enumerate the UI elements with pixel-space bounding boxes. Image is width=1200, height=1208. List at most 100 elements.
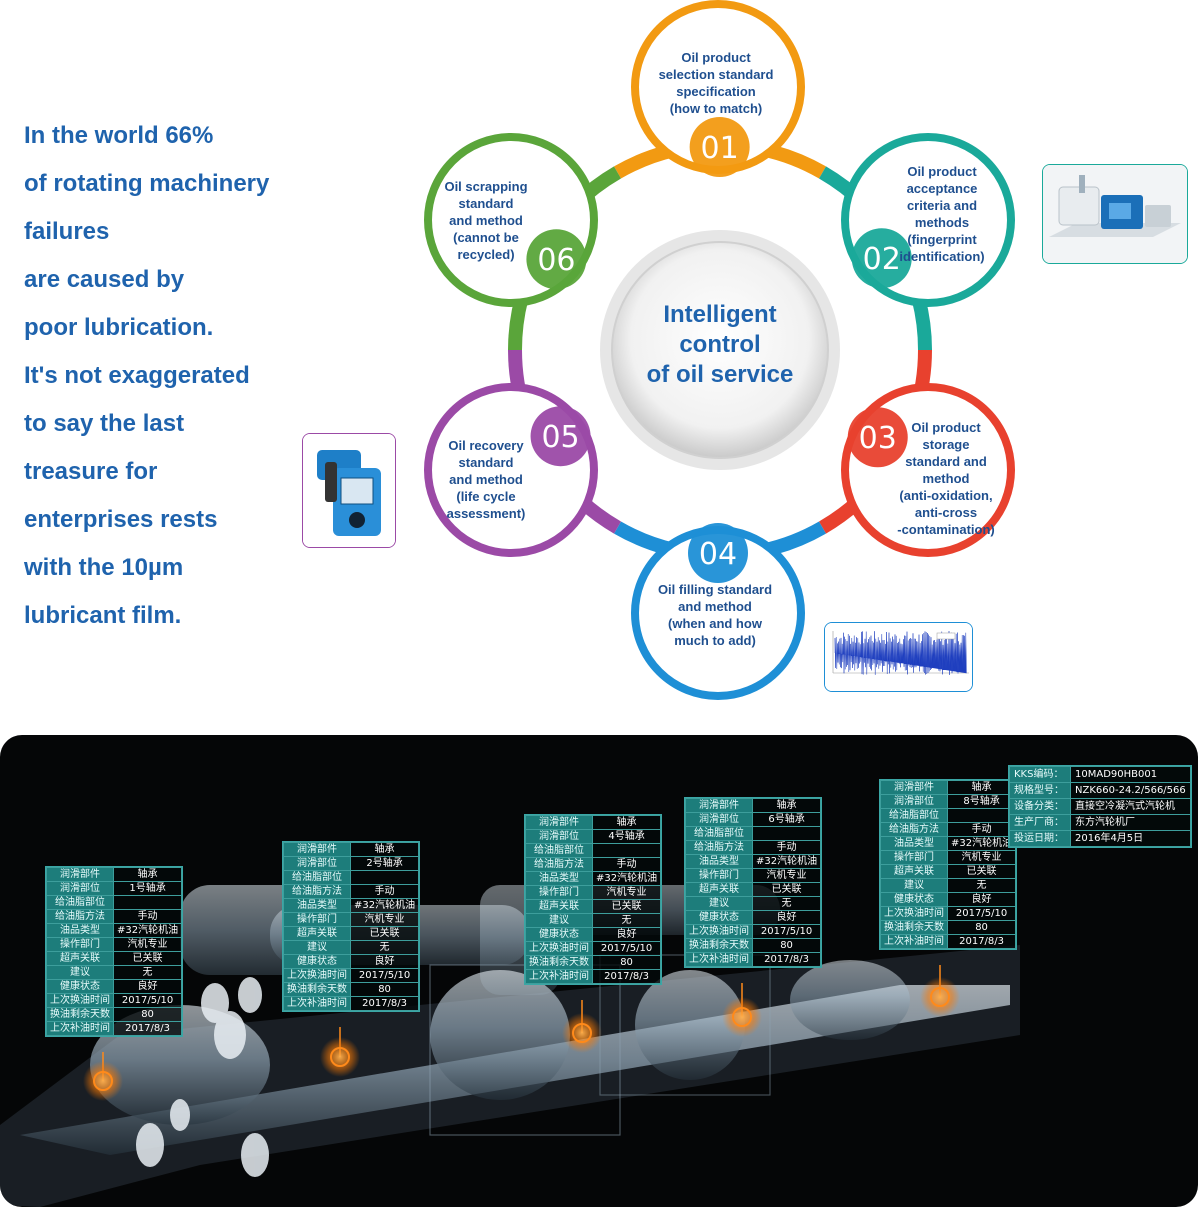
- card-row: 健康状态良好: [880, 892, 1017, 907]
- step-label-line: acceptance: [907, 181, 978, 196]
- card-row: 建议无: [283, 940, 420, 955]
- card-field-value: 80: [349, 982, 420, 997]
- card-field-value: 2017/8/3: [591, 969, 662, 984]
- kks-field-label: 规格型号：: [1009, 782, 1071, 799]
- card-row: 给油脂方法手动: [46, 909, 183, 924]
- card-field-label: 上次补油时间: [525, 969, 593, 984]
- card-field-label: 建议: [880, 878, 948, 893]
- card-field-value: 轴承: [349, 842, 420, 857]
- card-field-value: 无: [946, 878, 1017, 893]
- step-label-line: methods: [915, 215, 969, 230]
- card-field-value: 80: [946, 920, 1017, 935]
- card-field-label: 上次补油时间: [283, 996, 351, 1011]
- step-label-line: -contamination): [897, 522, 995, 537]
- card-row: 操作部门汽机专业: [525, 885, 662, 900]
- bearing-marker-icon[interactable]: [93, 1071, 113, 1091]
- step-label-line: specification: [676, 84, 756, 99]
- card-row: 超声关联已关联: [525, 899, 662, 914]
- center-title-line: control: [679, 331, 760, 358]
- card-field-label: 建议: [46, 965, 114, 980]
- card-field-value: 手动: [751, 840, 822, 855]
- step-number: 06: [537, 243, 575, 278]
- card-field-label: 润滑部件: [283, 842, 351, 857]
- step-label-line: Oil recovery: [448, 438, 524, 453]
- card-field-label: 上次换油时间: [525, 941, 593, 956]
- card-field-value: 2017/8/3: [349, 996, 420, 1011]
- card-field-label: 换油剩余天数: [283, 982, 351, 997]
- card-row: 操作部门汽机专业: [46, 937, 183, 952]
- card-field-value: 2017/5/10: [349, 968, 420, 983]
- card-field-label: 上次换油时间: [685, 924, 753, 939]
- bearing-marker-glow: [562, 1013, 602, 1053]
- kks-field-label: 生产厂商：: [1009, 814, 1071, 831]
- portable-tester-thumbnail: [302, 433, 396, 548]
- card-field-label: 建议: [283, 940, 351, 955]
- card-row: 建议无: [525, 913, 662, 928]
- card-row: 建议无: [685, 896, 822, 911]
- card-field-value: 汽机专业: [349, 912, 420, 927]
- bearing-marker-icon[interactable]: [330, 1047, 350, 1067]
- card-field-value: 已关联: [349, 926, 420, 941]
- card-field-label: 润滑部件: [880, 780, 948, 795]
- card-field-value: 已关联: [751, 882, 822, 897]
- step-number: 05: [541, 420, 579, 455]
- card-field-label: 换油剩余天数: [46, 1007, 114, 1022]
- card-field-value: 已关联: [591, 899, 662, 914]
- bearing-marker-icon[interactable]: [572, 1023, 592, 1043]
- center-disc: [611, 241, 829, 459]
- kks-field-value: NZK660-24.2/566/566: [1070, 782, 1191, 799]
- kks-field-value: 东方汽轮机厂: [1070, 814, 1191, 831]
- card-field-value: 1号轴承: [112, 881, 183, 896]
- card-field-value: 无: [112, 965, 183, 980]
- bearing-marker-icon[interactable]: [930, 987, 950, 1007]
- card-field-label: 上次补油时间: [46, 1021, 114, 1036]
- step-label-line: recycled): [457, 247, 514, 262]
- card-row: 超声关联已关联: [283, 926, 420, 941]
- step-number: 04: [699, 537, 737, 572]
- card-field-label: 建议: [525, 913, 593, 928]
- card-field-label: 润滑部件: [46, 867, 114, 882]
- step-label-line: much to add): [674, 633, 756, 648]
- intro-line: treasure for: [24, 458, 158, 485]
- card-field-value: 汽机专业: [946, 850, 1017, 865]
- card-field-value: 2017/5/10: [946, 906, 1017, 921]
- step-label-line: assessment): [447, 506, 526, 521]
- step-label-line: Oil product: [911, 420, 981, 435]
- step-label-line: and method: [449, 213, 523, 228]
- center-title-line: of oil service: [647, 361, 794, 388]
- card-field-value: 轴承: [946, 780, 1017, 795]
- intro-line: to say the last: [24, 410, 185, 437]
- card-row: 给油脂部位: [685, 826, 822, 841]
- card-field-label: 操作部门: [525, 885, 593, 900]
- card-field-label: 润滑部件: [525, 815, 593, 830]
- step-number-badge: [526, 229, 587, 290]
- card-field-value: 已关联: [112, 951, 183, 966]
- kks-row: 规格型号：NZK660-24.2/566/566: [1009, 782, 1191, 799]
- card-field-label: 上次换油时间: [46, 993, 114, 1008]
- bearing-marker-icon[interactable]: [732, 1007, 752, 1027]
- step-label-line: (how to match): [670, 101, 762, 116]
- card-row: 润滑部件轴承: [685, 798, 822, 813]
- card-field-label: 油品类型: [46, 923, 114, 938]
- kks-field-value: 10MAD90HB001: [1070, 766, 1191, 783]
- card-field-value: 6号轴承: [751, 812, 822, 827]
- card-field-value: 无: [349, 940, 420, 955]
- card-field-value: #32汽轮机油: [349, 898, 420, 913]
- kks-field-value: 直接空冷凝汽式汽轮机: [1070, 798, 1191, 815]
- card-field-value: #32汽轮机油: [751, 854, 822, 869]
- card-field-value: #32汽轮机油: [112, 923, 183, 938]
